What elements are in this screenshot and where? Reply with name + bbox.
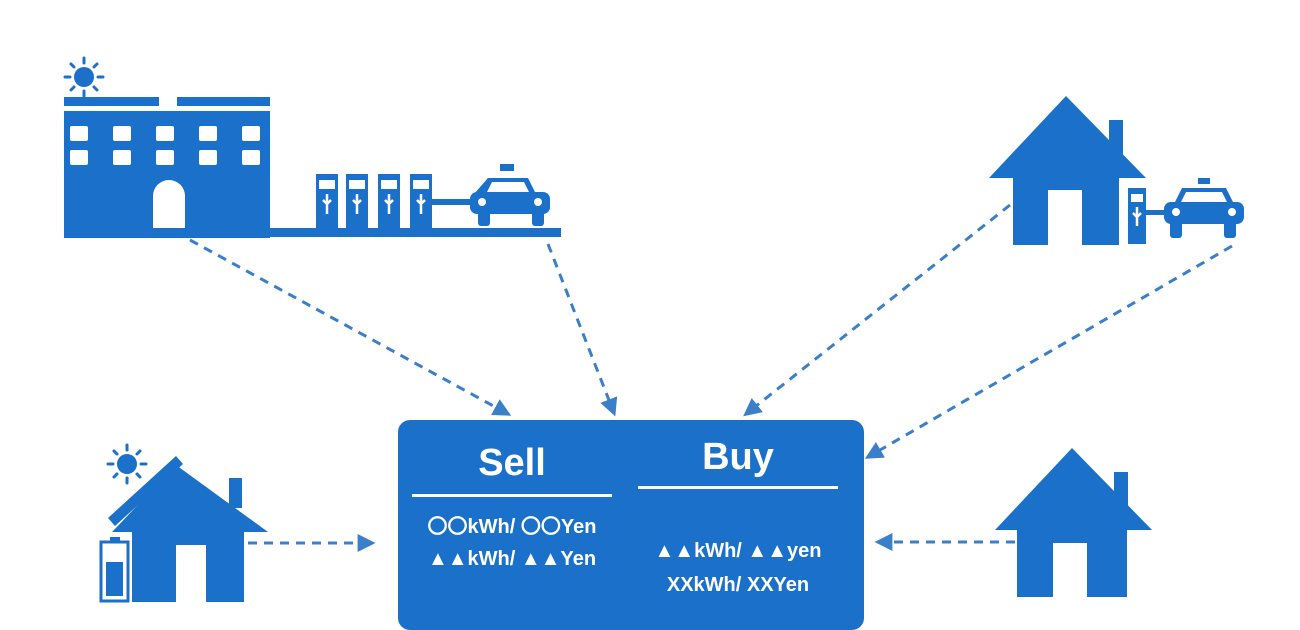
sell-line-2: ▲▲kWh/ ▲▲Yen xyxy=(427,548,597,570)
buy-line-2: XXkWh/ XXYen xyxy=(666,574,810,596)
sun-icon xyxy=(106,443,148,485)
sun-icon xyxy=(63,56,105,98)
car-icon xyxy=(1164,178,1244,238)
house-icon xyxy=(995,448,1152,597)
buy-column: Buy ▲▲kWh/ ▲▲yen XXkWh/ XXYen xyxy=(638,420,838,595)
buy-line-1: ▲▲kWh/ ▲▲yen xyxy=(654,540,822,562)
buy-title: Buy xyxy=(702,436,774,478)
car-icon xyxy=(470,164,550,226)
solar-house-with-battery-icon xyxy=(99,443,268,603)
house-with-ev-charger-icon xyxy=(989,96,1168,245)
buy-divider xyxy=(638,486,838,489)
sell-line-1: 〇〇kWh/ 〇〇Yen xyxy=(427,516,597,538)
arrow-car-to-market xyxy=(864,244,1233,459)
office-building-with-solar-icon xyxy=(63,56,561,238)
sell-column: Sell 〇〇kWh/ 〇〇Yen ▲▲kWh/ ▲▲Yen xyxy=(412,420,612,569)
ev-charging-stations-icon xyxy=(316,174,474,230)
arrow-house-ev-to-market xyxy=(743,203,1011,417)
energy-market-panel: Sell 〇〇kWh/ 〇〇Yen ▲▲kWh/ ▲▲Yen Buy ▲▲kWh… xyxy=(398,420,864,630)
arrow-charger-to-market xyxy=(546,243,618,417)
sell-title: Sell xyxy=(478,442,546,484)
arrow-office-to-market xyxy=(189,238,512,416)
sell-divider xyxy=(412,494,612,497)
